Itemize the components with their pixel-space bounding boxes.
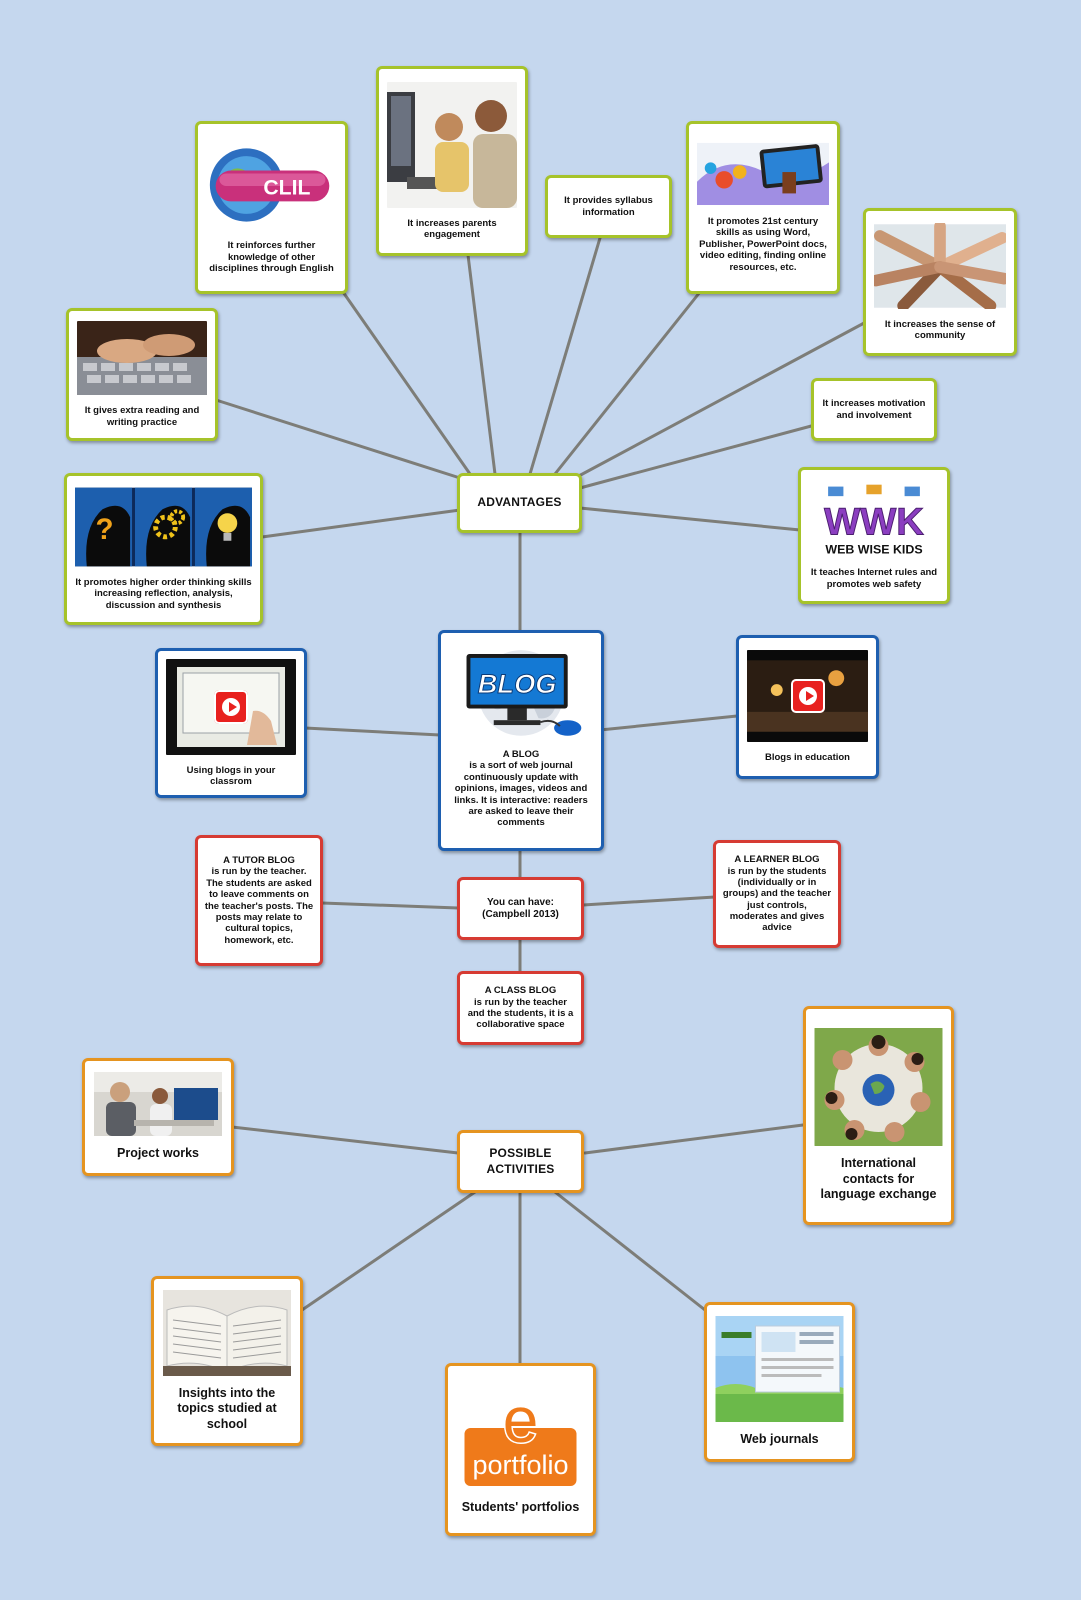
link-advantages-clil xyxy=(341,290,472,476)
web-journals-caption: Web journals xyxy=(740,1432,819,1447)
thinking-caption: It promotes higher order thinking skills… xyxy=(75,576,252,611)
classroom-video-thumbnail xyxy=(166,658,296,755)
clil-caption: It reinforces further knowledge of other… xyxy=(209,240,334,275)
blog-center[interactable]: BLOG A BLOG is a sort of web journal con… xyxy=(438,630,604,851)
link-advantages-reading xyxy=(214,398,462,480)
international-caption: International contacts for language exch… xyxy=(820,1156,937,1202)
link-activities-international xyxy=(583,1123,805,1155)
you-can-have-hub[interactable]: You can have: (Campbell 2013) xyxy=(457,877,584,940)
blog-logo-text: BLOG xyxy=(478,668,557,699)
insights-caption: Insights into the topics studied at scho… xyxy=(177,1385,277,1431)
tutor-blog-box[interactable]: A TUTOR BLOG is run by the teacher. The … xyxy=(195,835,323,966)
advantage-syllabus[interactable]: It provides syllabus information xyxy=(545,175,672,238)
stacked-hands-photo xyxy=(874,222,1006,309)
community-caption: It increases the sense of community xyxy=(884,318,996,341)
link-blog-classroom-video xyxy=(303,726,442,737)
education-video-caption: Blogs in education xyxy=(765,752,850,764)
thinking-heads-image: ? xyxy=(75,487,252,567)
link-activities-project xyxy=(230,1125,460,1155)
parents-caption: It increases parents engagement xyxy=(407,217,497,240)
classroom-video-caption: Using blogs in your classrom xyxy=(186,764,276,787)
advantage-reading[interactable]: It gives extra reading and writing pract… xyxy=(66,308,218,441)
activity-international-contacts[interactable]: International contacts for language exch… xyxy=(803,1006,954,1225)
link-advantages-parents xyxy=(466,253,497,476)
advantage-community[interactable]: It increases the sense of community xyxy=(863,208,1017,356)
eportfolio-logo-word: portfolio xyxy=(472,1450,568,1480)
parent-child-computer-photo xyxy=(387,81,517,208)
learner-blog-box[interactable]: A LEARNER BLOG is run by the students (i… xyxy=(713,840,841,948)
link-youcanhave-learner xyxy=(581,895,717,907)
link-advantages-safety xyxy=(578,506,802,532)
activities-hub-label: POSSIBLE ACTIVITIES xyxy=(486,1145,555,1176)
blog-definition: is a sort of web journal continuously up… xyxy=(454,760,588,829)
project-works-caption: Project works xyxy=(117,1146,199,1161)
link-advantages-community xyxy=(573,320,868,480)
digital-skills-image xyxy=(697,142,829,206)
link-activities-insights xyxy=(300,1190,477,1312)
wwk-logo-text: WWK xyxy=(824,500,924,543)
link-advantages-thinking xyxy=(260,508,462,539)
reading-caption: It gives extra reading and writing pract… xyxy=(84,405,200,428)
eportfolio-logo-e: e xyxy=(503,1384,539,1456)
clil-logo-image: CLIL xyxy=(206,140,337,230)
activity-web-journals[interactable]: Web journals xyxy=(704,1302,855,1462)
advantage-skills[interactable]: It promotes 21st century skills as using… xyxy=(686,121,840,294)
play-button-icon[interactable] xyxy=(790,679,825,714)
learner-blog-text: is run by the students (individually or … xyxy=(722,865,832,934)
advantages-hub[interactable]: ADVANTAGES xyxy=(457,473,582,533)
you-can-have-label: You can have: (Campbell 2013) xyxy=(482,896,559,920)
activity-insights[interactable]: Insights into the topics studied at scho… xyxy=(151,1276,303,1446)
children-globe-photo xyxy=(814,1028,943,1147)
video-blogs-in-education[interactable]: Blogs in education xyxy=(736,635,879,779)
typing-keyboard-photo xyxy=(77,321,207,396)
blog-monitor-image: BLOG xyxy=(449,641,593,741)
clil-logo-text: CLIL xyxy=(263,177,310,200)
class-blog-text: is run by the teacher and the students, … xyxy=(467,996,574,1031)
advantage-motivation[interactable]: It increases motivation and involvement xyxy=(811,378,937,441)
eportfolio-logo: e portfolio xyxy=(456,1383,585,1490)
learner-blog-title: A LEARNER BLOG xyxy=(734,854,820,866)
portfolio-caption: Students' portfolios xyxy=(461,1499,580,1514)
blog-title: A BLOG xyxy=(502,749,540,760)
link-advantages-motivation xyxy=(578,423,817,490)
link-blog-education-video xyxy=(598,714,739,732)
advantages-hub-label: ADVANTAGES xyxy=(477,495,562,510)
motivation-caption: It increases motivation and involvement xyxy=(822,398,926,421)
play-button-icon[interactable] xyxy=(214,689,248,724)
education-video-thumbnail xyxy=(747,650,868,743)
open-book-photo xyxy=(162,1289,292,1376)
skills-caption: It promotes 21st century skills as using… xyxy=(699,216,827,273)
tutor-blog-text: is run by the teacher. The students are … xyxy=(204,866,314,946)
link-advantages-skills xyxy=(553,290,702,476)
link-advantages-syllabus xyxy=(528,236,602,476)
advantage-web-safety[interactable]: WWK WEB WISE KIDS It teaches Internet ru… xyxy=(798,467,950,604)
advantage-parents[interactable]: It increases parents engagement xyxy=(376,66,528,256)
svg-text:?: ? xyxy=(95,513,113,546)
safety-caption: It teaches Internet rules and promotes w… xyxy=(810,567,938,590)
video-using-blogs-classroom[interactable]: Using blogs in your classrom xyxy=(155,648,307,798)
class-blog-title: A CLASS BLOG xyxy=(484,985,557,997)
advantage-thinking[interactable]: ? It promotes higher order thinking skil… xyxy=(64,473,263,625)
class-blog-box[interactable]: A CLASS BLOG is run by the teacher and t… xyxy=(457,971,584,1045)
students-computer-photo xyxy=(93,1072,223,1137)
wwk-logo-subtext: WEB WISE KIDS xyxy=(825,543,922,557)
activity-project-works[interactable]: Project works xyxy=(82,1058,234,1176)
advantage-clil[interactable]: CLIL It reinforces further knowledge of … xyxy=(195,121,348,294)
tutor-blog-title: A TUTOR BLOG xyxy=(223,854,295,866)
web-wise-kids-logo: WWK WEB WISE KIDS xyxy=(809,481,939,561)
syllabus-caption: It provides syllabus information xyxy=(564,195,653,218)
web-journal-screenshot xyxy=(715,1316,844,1423)
activity-portfolio[interactable]: e portfolio Students' portfolios xyxy=(445,1363,596,1536)
activities-hub[interactable]: POSSIBLE ACTIVITIES xyxy=(457,1130,584,1193)
link-activities-journals xyxy=(553,1190,707,1312)
link-youcanhave-tutor xyxy=(320,901,460,910)
